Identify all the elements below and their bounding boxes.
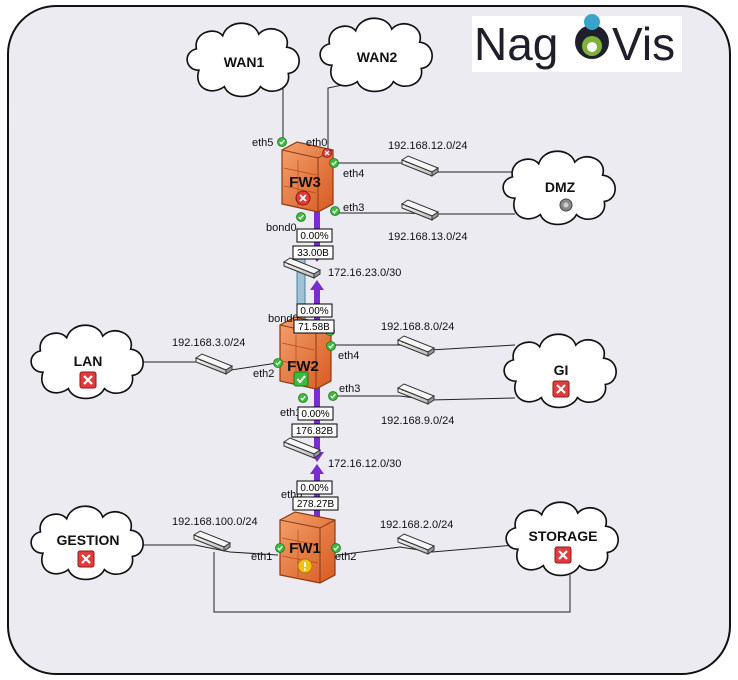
fw3-fw2-top-pct-label: 0.00% [300, 231, 328, 242]
cloud-gestion-label: GESTION [56, 532, 119, 548]
fw3-eth3-label: eth3 [343, 202, 364, 214]
cloud-lan[interactable]: LAN [30, 324, 144, 400]
nagvis-logo: Nag Vis [472, 14, 682, 72]
critical-status-icon [553, 545, 573, 565]
fw1-label: FW1 [289, 540, 321, 557]
cloud-wan1[interactable]: WAN1 [186, 22, 300, 98]
cloud-gi-label: GI [554, 362, 569, 378]
link-stat-badges: 0.00% 33.00B 0.00% 71.58B 0.00% 176.82B … [291, 228, 339, 511]
firewall-fw1[interactable]: FW1 [279, 511, 336, 584]
fw3-label: FW3 [289, 174, 321, 191]
fw3-eth3-ok-icon[interactable] [329, 205, 341, 217]
cloud-dmz-label: DMZ [545, 179, 576, 195]
cloud-wan2-label: WAN2 [357, 49, 398, 65]
warning-status-icon [297, 558, 313, 574]
net-192-168-100-label: 192.168.100.0/24 [172, 516, 258, 528]
cloud-lan-label: LAN [74, 353, 103, 369]
net-192-168-2-label: 192.168.2.0/24 [380, 519, 453, 531]
fw2-eth3-label: eth3 [339, 383, 360, 395]
fw1-eth2-label: eth2 [335, 551, 356, 563]
cloud-gi[interactable]: GI [503, 333, 617, 409]
critical-status-icon [78, 370, 98, 390]
logo-eye-icon [575, 14, 609, 59]
net-192-168-9-label: 192.168.9.0/24 [381, 415, 454, 427]
fw1-eth1-label: eth1 [251, 551, 272, 563]
fw3-bond0-ok-icon[interactable] [295, 211, 307, 223]
fw3-fw2-bot-val-label: 71.58B [298, 322, 330, 333]
cloud-wan1-label: WAN1 [224, 54, 265, 70]
fw3-eth5-label: eth5 [252, 137, 273, 149]
cloud-gestion[interactable]: GESTION [30, 505, 144, 581]
unknown-status-icon [559, 198, 573, 212]
net-192-168-3-label: 192.168.3.0/24 [172, 337, 245, 349]
link-gestion-storage [213, 552, 571, 613]
fw2-eth2-label: eth2 [253, 368, 274, 380]
net-192-168-12-label: 192.168.12.0/24 [388, 140, 468, 152]
net-192-168-13-label: 192.168.13.0/24 [388, 231, 468, 243]
link-gestion-fw1 [140, 544, 279, 556]
ok-status-icon [293, 371, 309, 387]
fw2-fw1-bot-pct-label: 0.00% [300, 483, 328, 494]
fw2-fw1-bot-val-label: 278.27B [297, 499, 335, 510]
fw3-eth0-critical-icon[interactable] [321, 147, 333, 159]
fw2-eth1-label: eth1 [280, 407, 301, 419]
fw2-eth4-ok-icon[interactable] [325, 340, 337, 352]
fw2-eth3-ok-icon[interactable] [327, 390, 339, 402]
cloud-storage[interactable]: STORAGE [505, 501, 619, 577]
critical-status-icon [295, 190, 311, 206]
fw3-eth4-ok-icon[interactable] [328, 157, 340, 169]
firewall-fw2[interactable]: FW2 [279, 316, 332, 390]
critical-status-icon [76, 549, 96, 569]
fw3-fw2-top-val-label: 33.00B [297, 248, 329, 259]
fw2-eth1-ok-icon[interactable] [297, 392, 309, 404]
logo-text-right: Vis [612, 18, 675, 70]
fw2-eth4-label: eth4 [338, 350, 359, 362]
fw3-eth0-label: eth0 [306, 137, 327, 149]
cloud-wan2[interactable]: WAN2 [319, 17, 433, 93]
fw2-fw1-top-pct-label: 0.00% [301, 409, 329, 420]
net-192-168-8-label: 192.168.8.0/24 [381, 321, 454, 333]
firewall-fw3[interactable]: FW3 [281, 141, 334, 213]
net-172-16-23-label: 172.16.23.0/30 [328, 267, 401, 279]
fw3-fw2-bot-pct-label: 0.00% [300, 306, 328, 317]
logo-text-left: Nag [474, 18, 558, 70]
cloud-storage-label: STORAGE [529, 528, 598, 544]
fw3-bond0-label: bond0 [266, 222, 297, 234]
fw3-eth5-ok-icon[interactable] [276, 136, 288, 148]
fw2-fw1-top-val-label: 176.82B [296, 426, 334, 437]
cloud-dmz[interactable]: DMZ [502, 150, 616, 226]
fw2-label: FW2 [287, 358, 319, 375]
fw2-eth2-ok-icon[interactable] [272, 357, 284, 369]
fw1-eth1-ok-icon[interactable] [274, 542, 286, 554]
net-172-16-12-label: 172.16.12.0/30 [328, 458, 401, 470]
fw2-bond0-label: bond0 [268, 313, 299, 325]
critical-status-icon [551, 379, 571, 399]
network-labels: 192.168.12.0/24 192.168.13.0/24 172.16.2… [172, 140, 468, 531]
fw3-eth4-label: eth4 [343, 168, 364, 180]
